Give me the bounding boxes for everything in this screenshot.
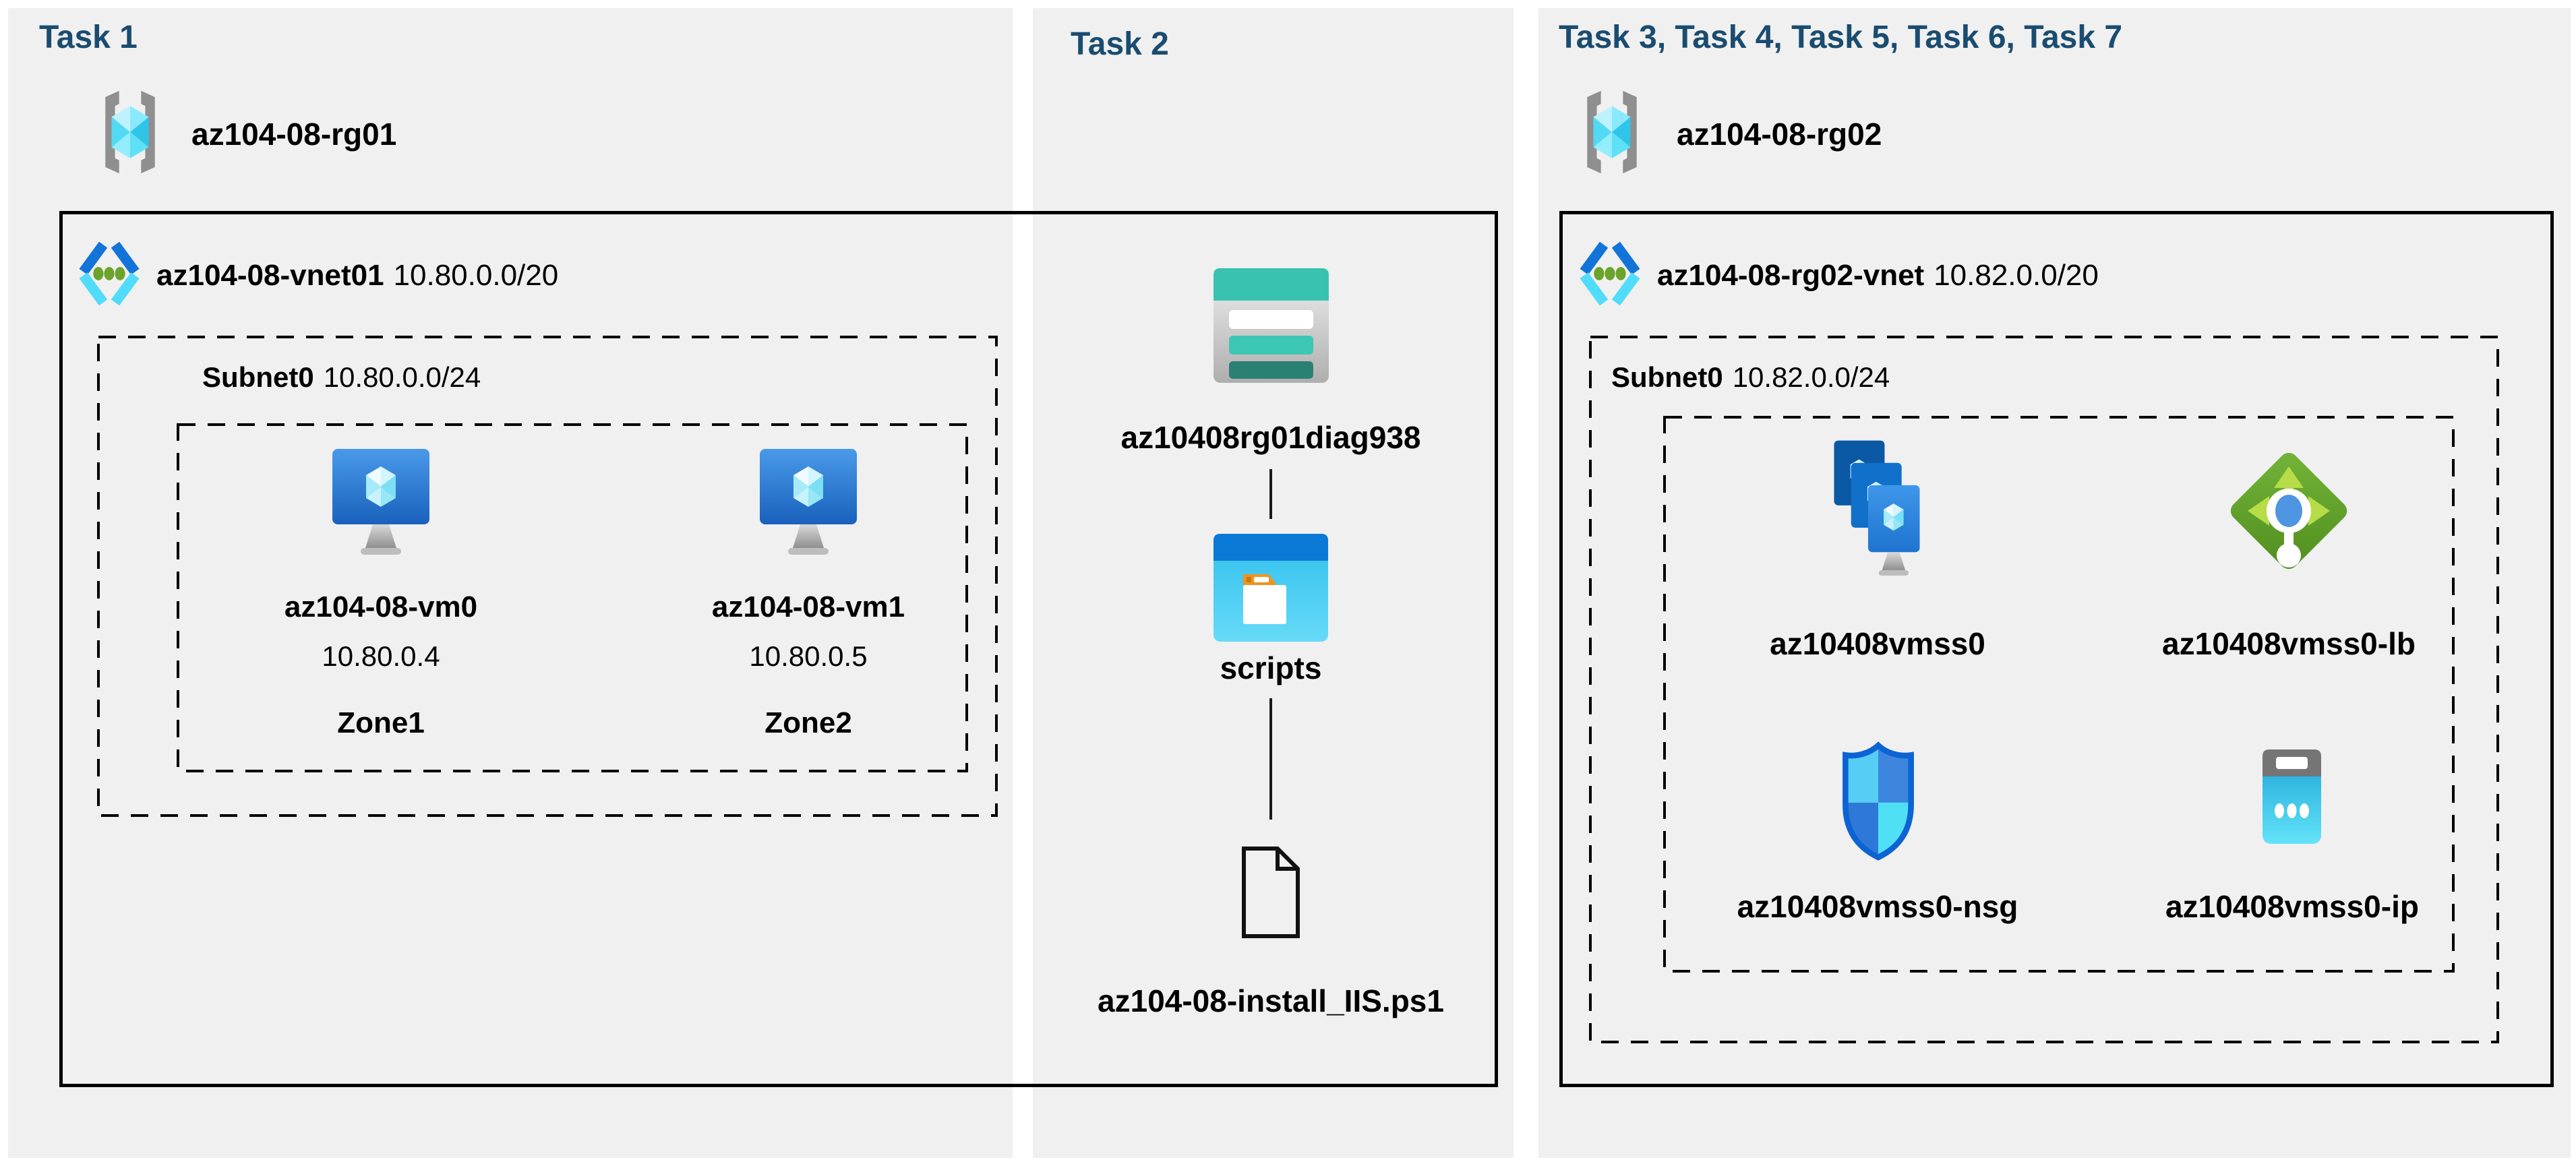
- panel-task3: [1538, 8, 2571, 1158]
- vnet1-label: az104-08-vnet01 10.80.0.0/20: [156, 259, 558, 293]
- rg2-label: az104-08-rg02: [1677, 117, 1882, 152]
- vm0-ip: 10.80.0.4: [322, 640, 440, 672]
- vnet-box-task1: [59, 211, 1498, 1087]
- resource-group-icon: [105, 90, 155, 174]
- public-ip-icon: [2263, 749, 2321, 844]
- task3-title: Task 3, Task 4, Task 5, Task 6, Task 7: [1559, 20, 2123, 55]
- subnet2-name: Subnet0: [1611, 361, 1723, 393]
- blob-container-icon: [1214, 534, 1328, 642]
- vm0-zone: Zone1: [337, 706, 425, 739]
- subnet-box-task1: [97, 336, 998, 817]
- vnet1-cidr: 10.80.0.0/20: [393, 259, 559, 292]
- connector-line: [1269, 698, 1272, 820]
- load-balancer-label: az10408vmss0-lb: [2162, 626, 2416, 661]
- virtual-network-icon: [1580, 241, 1640, 306]
- public-ip-label: az10408vmss0-ip: [2165, 889, 2419, 924]
- storage-account-icon: [1214, 268, 1329, 383]
- vm0-name: az104-08-vm0: [284, 590, 478, 623]
- container-label: scripts: [1220, 650, 1322, 685]
- virtual-machine-icon: [760, 449, 857, 555]
- vm1-zone: Zone2: [765, 706, 852, 739]
- subnet1-cidr: 10.80.0.0/24: [323, 361, 481, 393]
- vnet2-label: az104-08-rg02-vnet 10.82.0.0/20: [1657, 259, 2099, 293]
- panel-task1: [8, 8, 1013, 1158]
- vmss-icon: [1834, 440, 1920, 576]
- virtual-network-icon: [79, 241, 140, 306]
- virtual-machine-icon: [332, 449, 429, 555]
- subnet-box-task3: [1589, 336, 2499, 1043]
- subnet2-label: Subnet0 10.82.0.0/24: [1611, 361, 1890, 394]
- rg1-label: az104-08-rg01: [191, 117, 397, 152]
- file-icon: [1242, 847, 1300, 938]
- nsg-label: az10408vmss0-nsg: [1737, 889, 2018, 924]
- task2-title: Task 2: [1071, 26, 1169, 62]
- subnet2-cidr: 10.82.0.0/24: [1732, 361, 1890, 393]
- vnet2-cidr: 10.82.0.0/20: [1934, 259, 2099, 292]
- vnet2-name: az104-08-rg02-vnet: [1657, 259, 1925, 292]
- nsg-shield-icon: [1843, 741, 1914, 861]
- inner-dashed-box-task1: [177, 423, 968, 772]
- subnet1-name: Subnet0: [202, 361, 314, 393]
- vmss-label: az10408vmss0: [1770, 626, 1985, 661]
- subnet1-label: Subnet0 10.80.0.0/24: [202, 361, 481, 394]
- script-file-label: az104-08-install_IIS.ps1: [1098, 983, 1444, 1018]
- vm1-name: az104-08-vm1: [711, 590, 905, 623]
- task1-title: Task 1: [39, 20, 138, 55]
- load-balancer-icon: [2230, 452, 2347, 570]
- vnet-box-task3: [1559, 211, 2554, 1087]
- inner-dashed-box-task3: [1663, 416, 2455, 973]
- connector-line: [1269, 469, 1272, 519]
- vnet1-name: az104-08-vnet01: [156, 259, 384, 292]
- vm1-ip: 10.80.0.5: [749, 640, 868, 672]
- storage-account-label: az10408rg01diag938: [1120, 420, 1421, 455]
- resource-group-icon: [1587, 90, 1637, 174]
